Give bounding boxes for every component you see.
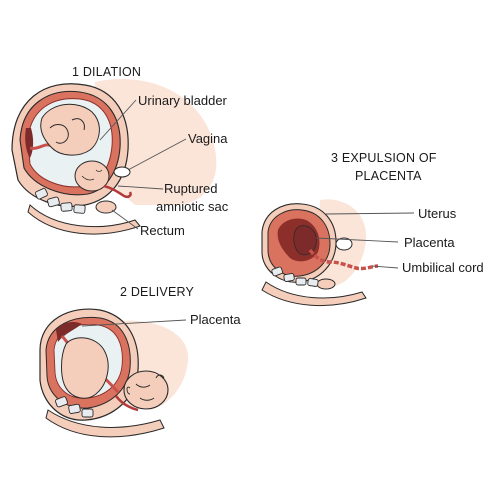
expulsion-pelvis: [261, 281, 367, 306]
label-expulsion-placenta: Placenta: [404, 235, 455, 250]
delivery-birth-canal: [115, 395, 139, 412]
dilation-fetus-limbs: [49, 118, 85, 144]
label-uterus: Uterus: [418, 206, 457, 221]
dilation-vagina: [103, 184, 132, 199]
delivery-illustration: [39, 308, 189, 438]
delivery-spine: [55, 396, 94, 418]
delivery-baby-face: [135, 374, 165, 401]
label-urinary-bladder: Urinary bladder: [138, 93, 227, 108]
delivery-baby-head: [123, 370, 169, 410]
dilation-title: 1 DILATION: [72, 65, 142, 79]
dilation-illustration: [11, 79, 217, 235]
dilation-fetus-head: [74, 160, 110, 192]
expulsion-illustration: [261, 199, 379, 306]
expulsion-spine: [271, 266, 319, 287]
dilation-spine: [34, 188, 86, 214]
label-amniotic-sac: amniotic sac: [156, 199, 229, 214]
expulsion-title-line2: PLACENTA: [355, 169, 422, 183]
delivery-baby-ear: [126, 386, 131, 395]
expulsion-title-line1: 3 EXPULSION OF: [331, 151, 437, 165]
dilation-fetus-face: [81, 169, 103, 181]
delivery-placenta-leader: [81, 319, 187, 327]
dilation-fetus-body: [40, 103, 100, 156]
dilation-bladder: [113, 166, 131, 178]
dilation-pelvis: [27, 204, 141, 235]
label-umbilical-cord: Umbilical cord: [402, 260, 484, 275]
delivery-title: 2 DELIVERY: [120, 285, 195, 299]
expulsion-placenta: [293, 225, 317, 256]
label-delivery-placenta: Placenta: [190, 312, 241, 327]
delivery-baby-body: [61, 337, 109, 399]
label-rectum: Rectum: [140, 223, 185, 238]
delivery-pelvis: [45, 409, 165, 438]
dilation-rectum: [95, 200, 117, 214]
label-vagina: Vagina: [188, 131, 228, 146]
expulsion-umbilical-cord: [308, 248, 379, 271]
expulsion-bladder: [335, 237, 353, 251]
dilation-placenta: [25, 128, 34, 158]
dilation-leader-lines: [99, 99, 187, 230]
expulsion-leader-lines: [315, 212, 415, 269]
expulsion-rectum: [316, 278, 336, 290]
label-ruptured: Ruptured: [164, 181, 218, 196]
